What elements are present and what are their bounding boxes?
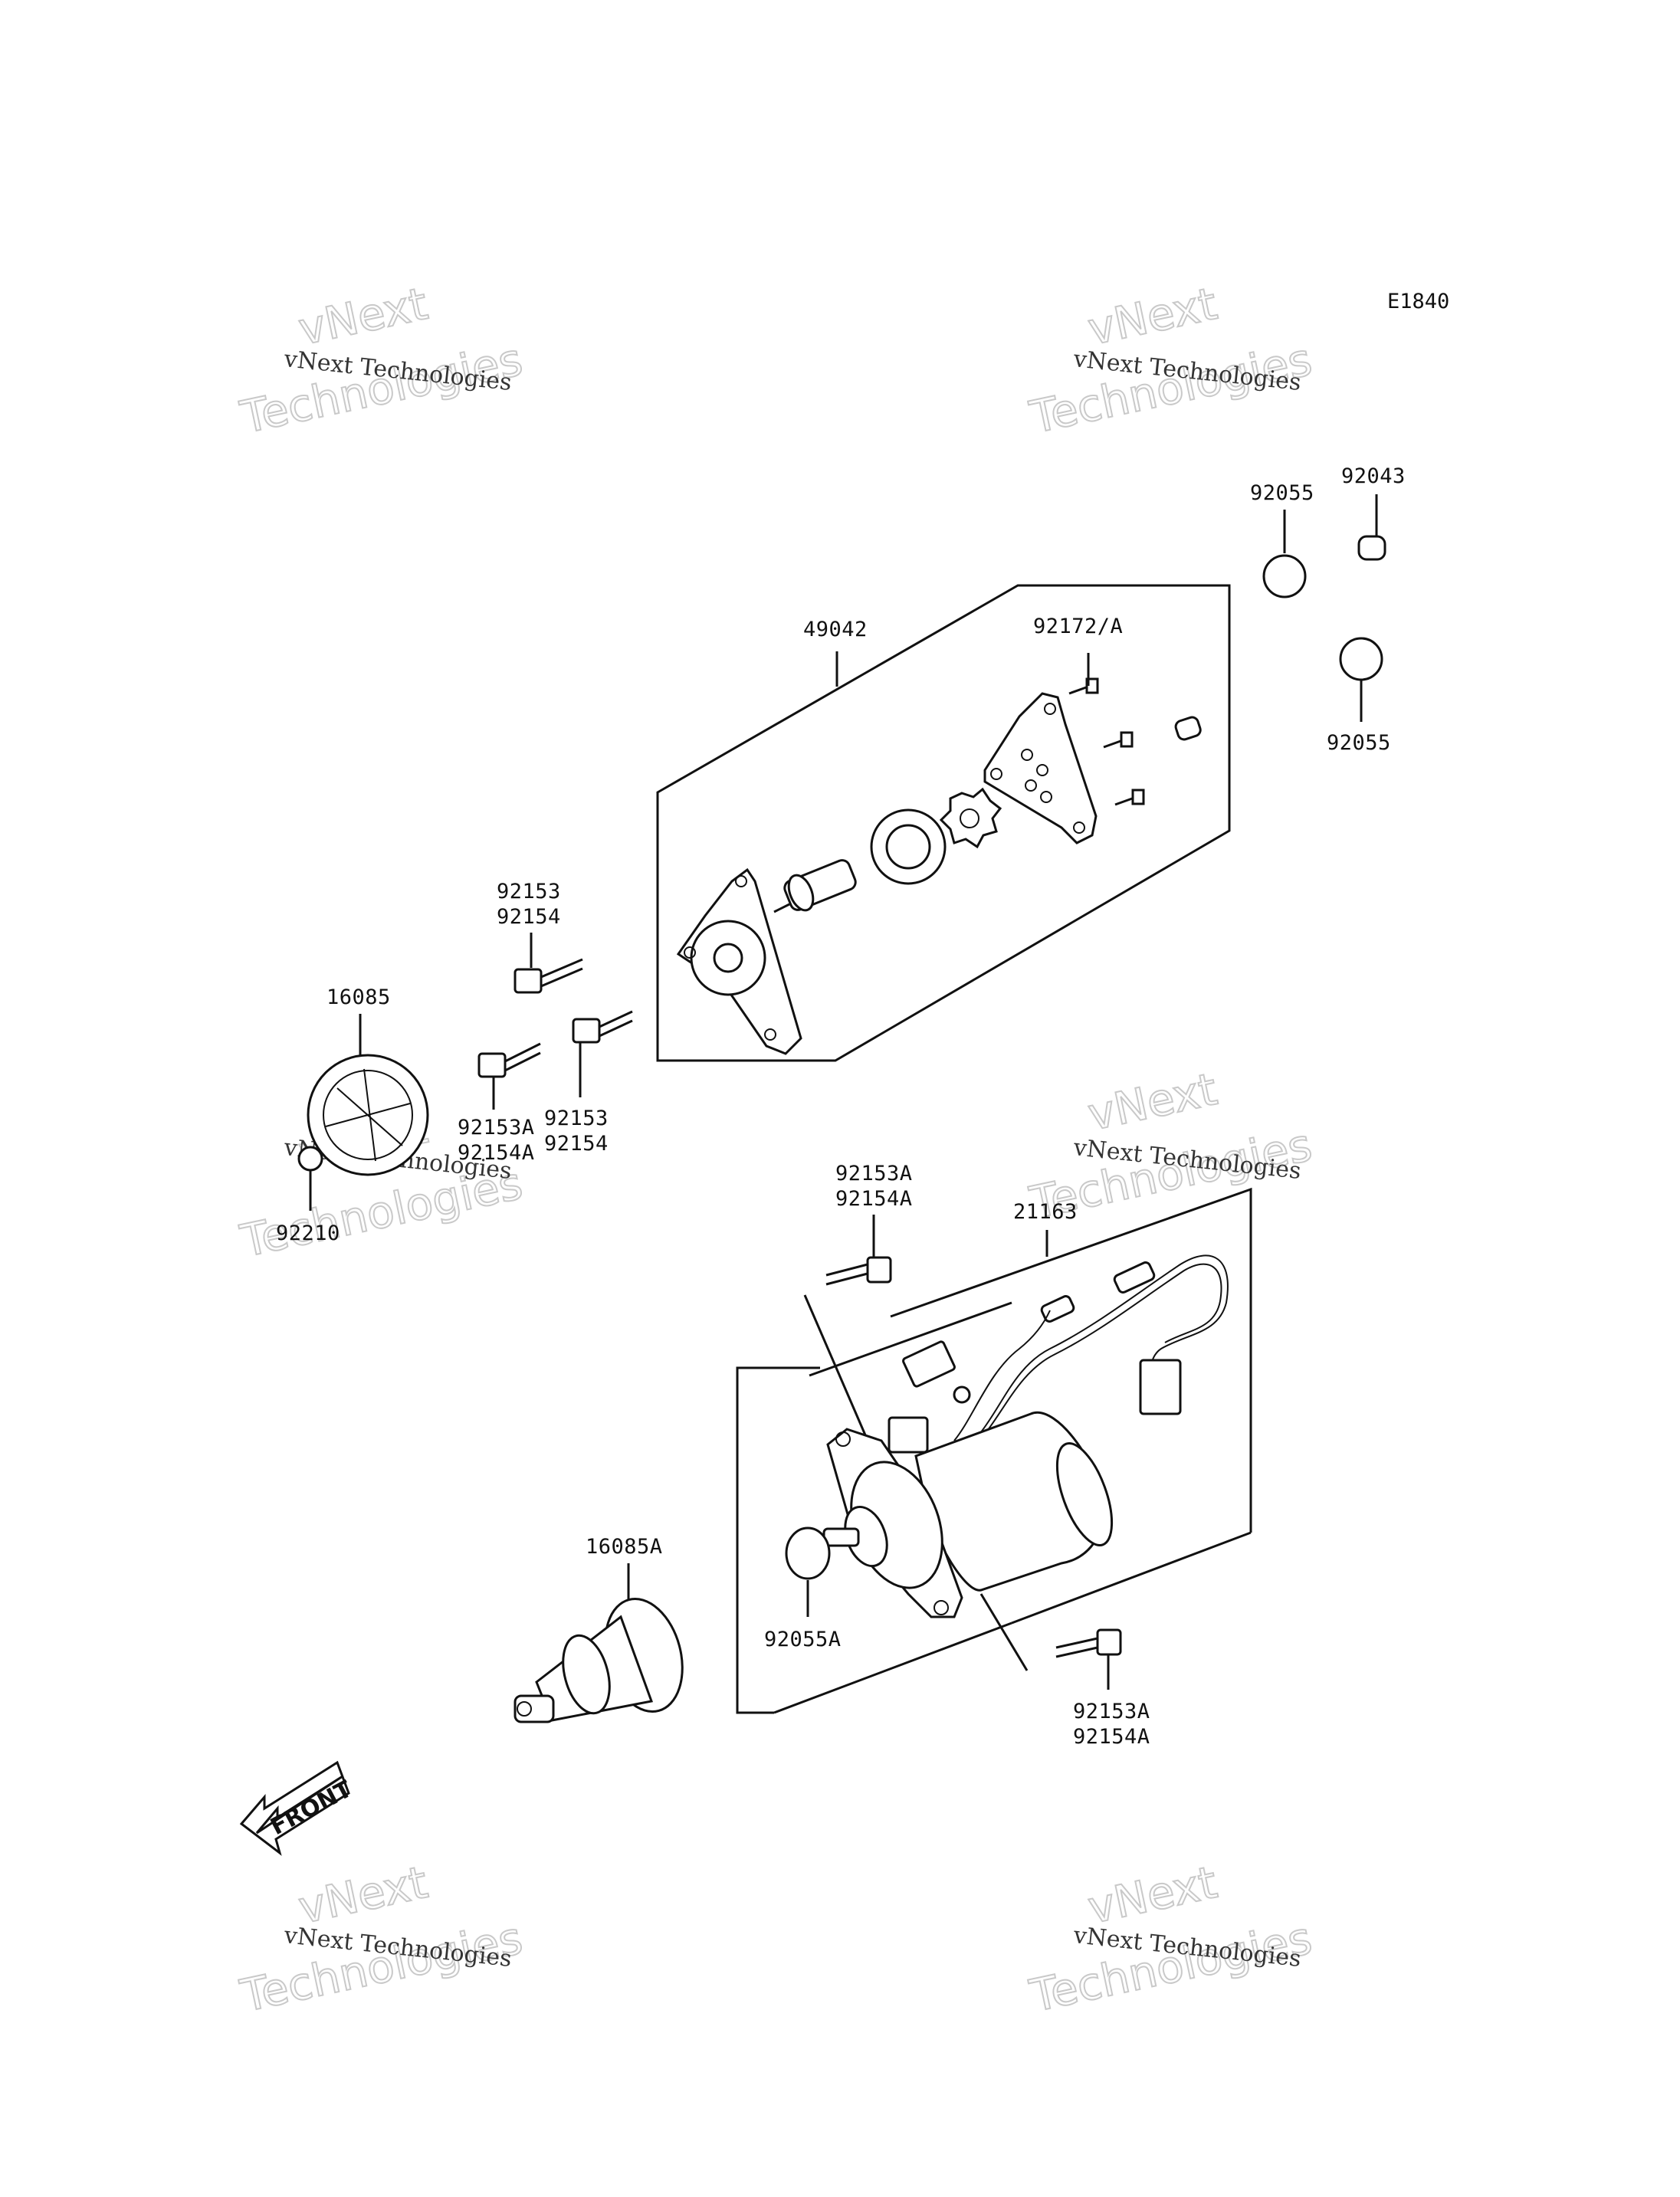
label-49042[interactable]: 49042 (803, 618, 868, 641)
sprocket-16085 (307, 1054, 429, 1176)
connector-small (902, 1340, 956, 1388)
label-92055-right[interactable]: 92055 (1327, 731, 1391, 755)
starter-cover-plate (676, 867, 802, 1055)
ground-terminal (953, 1385, 971, 1404)
label-92154-mid[interactable]: 92154 (544, 1132, 609, 1156)
starter-gear-16085a (514, 1597, 684, 1723)
assembly-49042-frame (656, 584, 1231, 1062)
front-direction-arrow: FRONT (239, 1760, 356, 1856)
label-92153-top[interactable]: 92153 (497, 880, 561, 903)
label-92154-top[interactable]: 92154 (497, 905, 561, 929)
bolt-92153a-bottom (1055, 1628, 1122, 1658)
front-label: FRONT (266, 1776, 356, 1841)
oneway-clutch-ring (870, 808, 947, 885)
label-92172-a[interactable]: 92172/A (1033, 615, 1123, 638)
watermark-bottom-right: vNext Technologies vNext Technologies (1025, 1855, 1317, 2023)
label-92055a[interactable]: 92055A (764, 1628, 842, 1651)
cap-92043 (1357, 535, 1386, 561)
watermark-bottom-left: vNext Technologies vNext Technologies (235, 1855, 528, 2023)
nut-92210 (297, 1146, 323, 1172)
watermark-big-line1: vNext (1084, 1063, 1222, 1141)
label-92153a-mid[interactable]: 92153A (458, 1116, 535, 1139)
o-ring-92055-right (1339, 637, 1383, 681)
label-21163[interactable]: 21163 (1013, 1200, 1078, 1224)
label-92210[interactable]: 92210 (276, 1221, 340, 1245)
watermark-top-right: vNext Technologies vNext Technologies (1025, 277, 1317, 444)
star-gear (939, 787, 1002, 849)
screw-92172-a (1068, 677, 1202, 806)
clutch-shaft (773, 859, 857, 913)
label-92055-top[interactable]: 92055 (1250, 481, 1314, 505)
o-ring-92055a (785, 1526, 831, 1580)
label-92153a-bottom[interactable]: 92153A (1073, 1700, 1150, 1723)
bolt-92153-mid (572, 1010, 633, 1044)
label-92154a-starter[interactable]: 92154A (835, 1187, 913, 1211)
watermark-top-left: vNext Technologies vNext Technologies (235, 277, 528, 444)
watermark-big-line1: vNext (1084, 1856, 1222, 1934)
starter-back-plate (983, 692, 1098, 844)
motor-terminal (888, 1416, 929, 1454)
label-92154a-mid[interactable]: 92154A (458, 1141, 535, 1165)
o-ring-92055-top (1262, 554, 1307, 598)
label-92153a-starter[interactable]: 92153A (835, 1162, 913, 1185)
watermark-big-line1: vNext (1084, 277, 1222, 356)
bolt-92153a-starter (825, 1256, 892, 1286)
bolt-92153-top (514, 958, 583, 994)
diagram-code: E1840 (1387, 290, 1449, 313)
label-92154a-bottom[interactable]: 92154A (1073, 1725, 1150, 1749)
bolt-92153a-mid (477, 1042, 541, 1078)
watermark-big-line1: vNext (294, 277, 432, 356)
wiring-harness (902, 1254, 1229, 1463)
starter-motor-frame (736, 1187, 1252, 1714)
label-16085[interactable]: 16085 (326, 985, 391, 1009)
connector-large (1139, 1359, 1182, 1415)
starter-motor-21163 (822, 1411, 1114, 1618)
watermark-big-line1: vNext (294, 1856, 432, 1934)
label-92043[interactable]: 92043 (1341, 464, 1406, 488)
label-92153-mid[interactable]: 92153 (544, 1107, 609, 1130)
label-16085a[interactable]: 16085A (586, 1535, 663, 1559)
